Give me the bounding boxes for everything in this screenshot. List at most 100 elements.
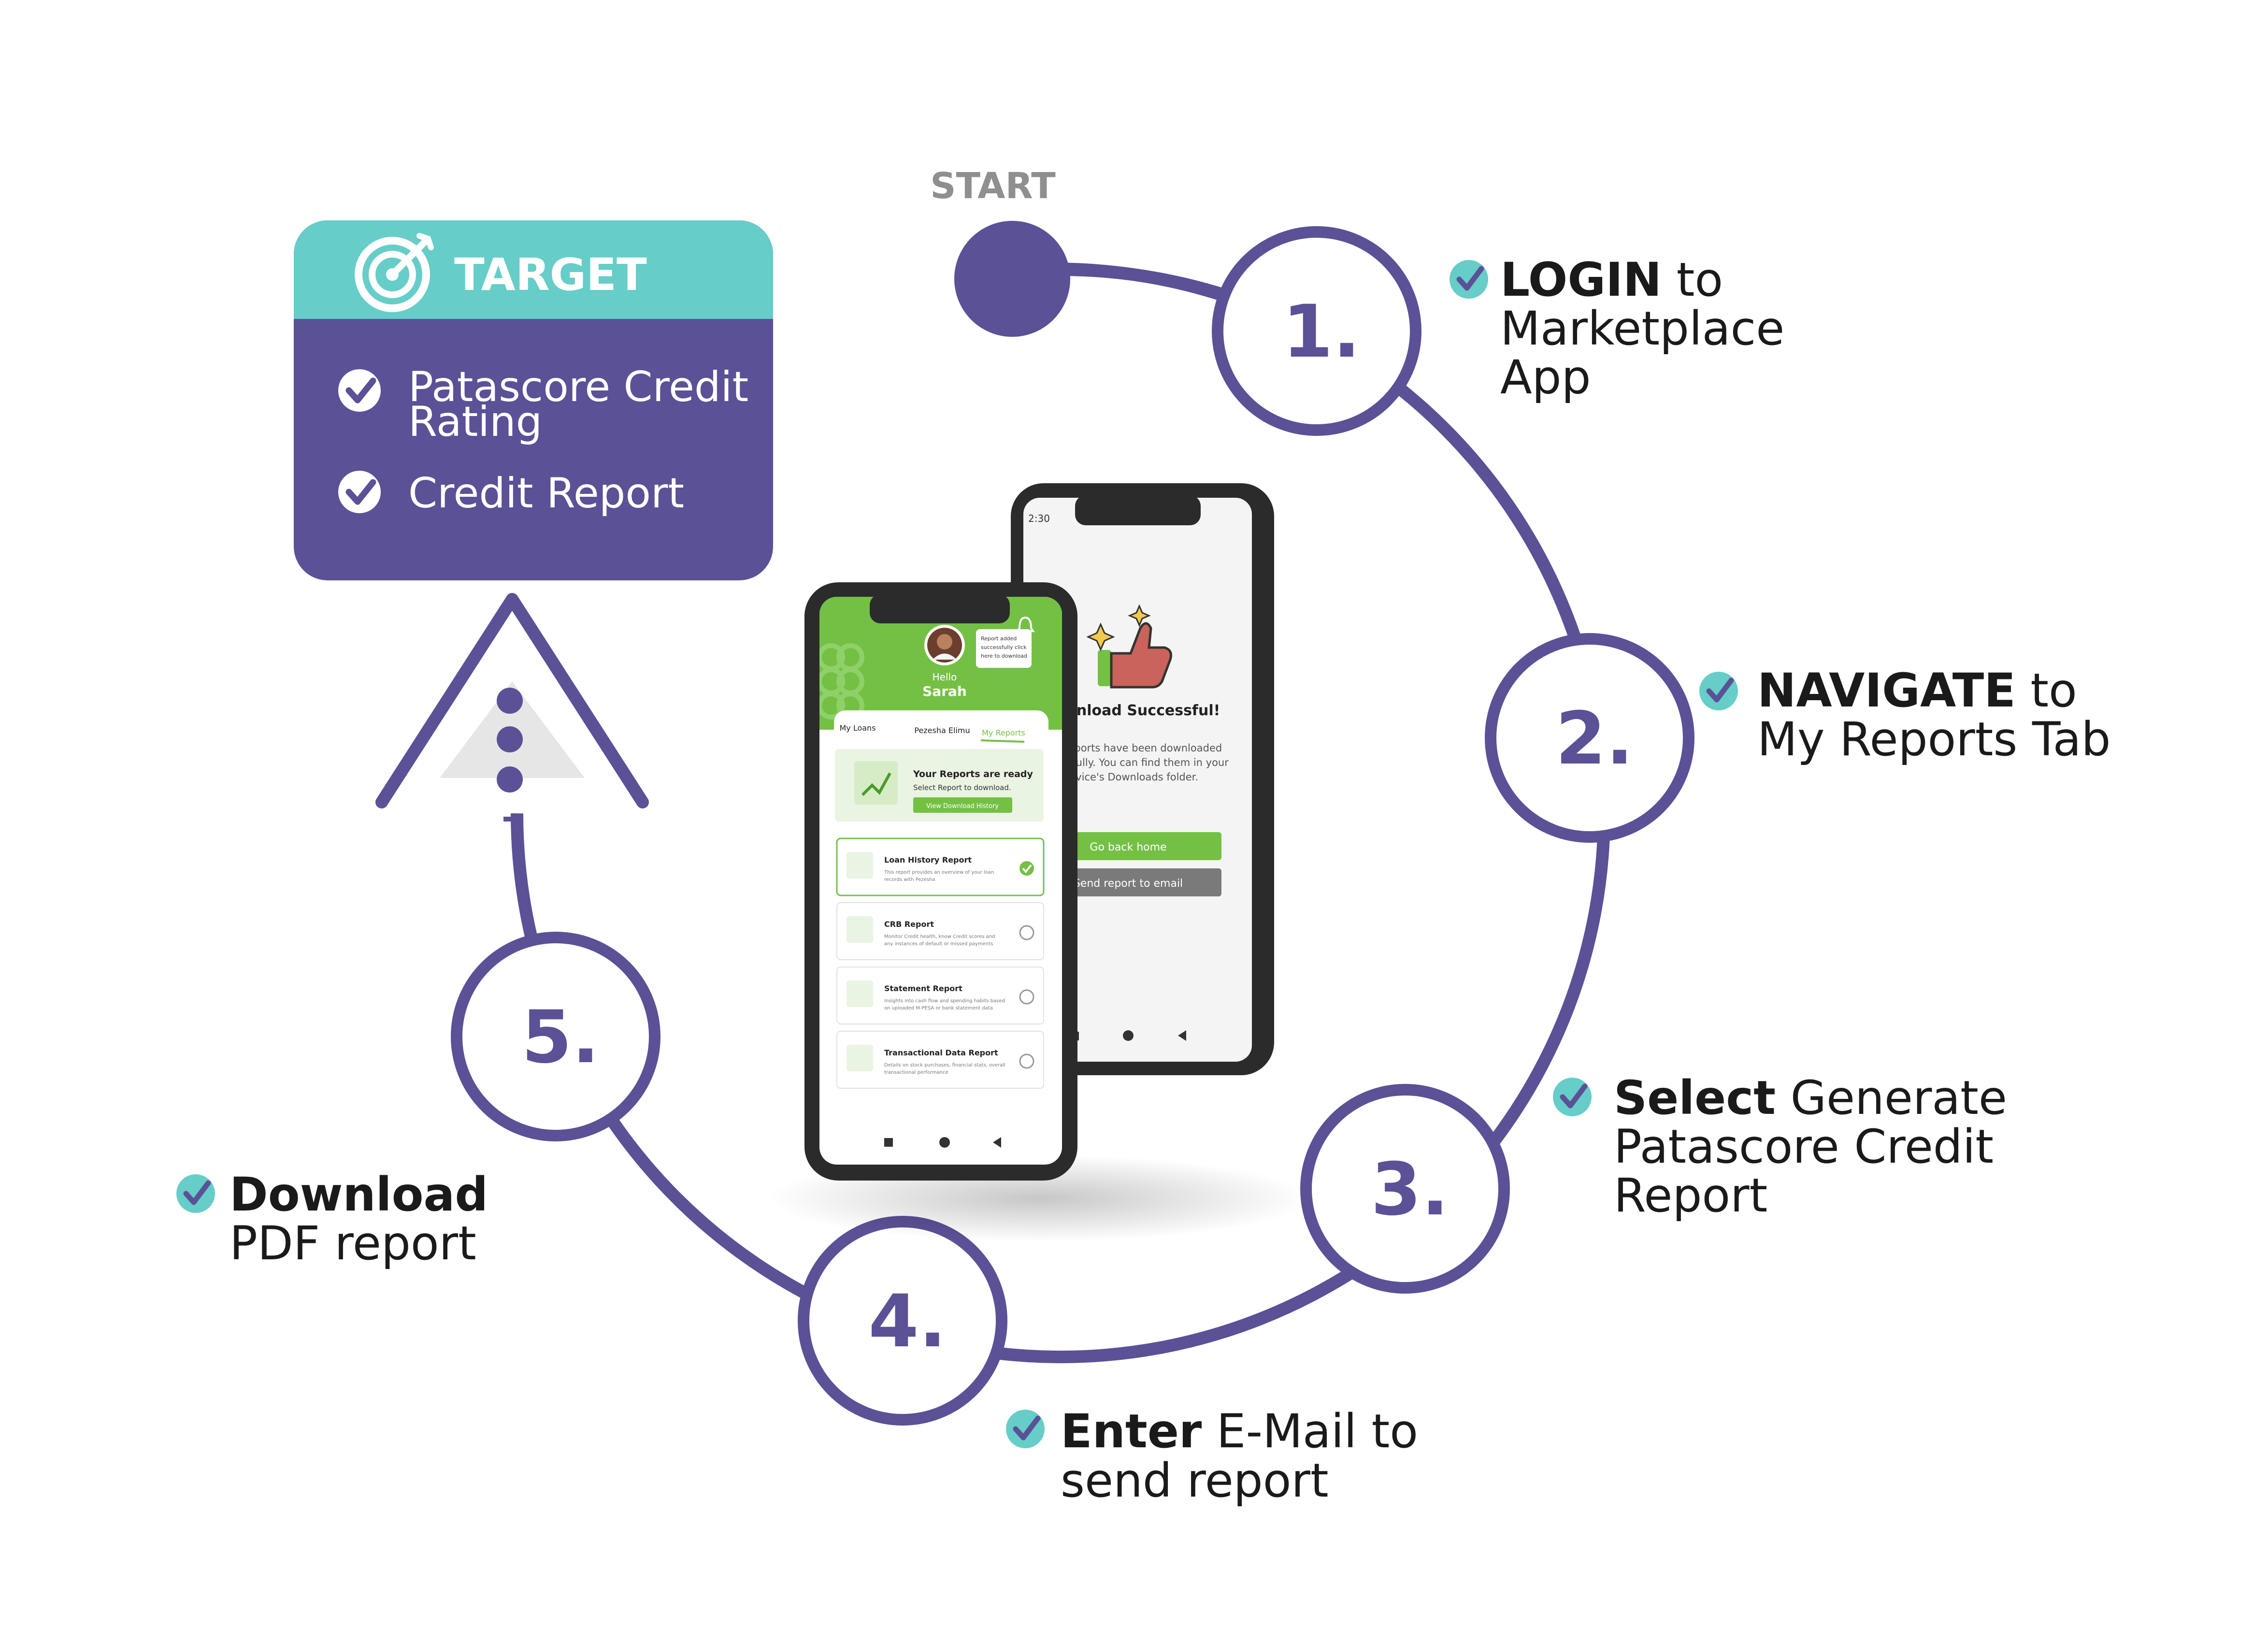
selected-check-icon: [1019, 861, 1034, 876]
greeting: Hello: [933, 671, 957, 683]
step-3-circle: 3.: [1300, 1084, 1510, 1294]
report-title: CRB Report: [884, 920, 934, 929]
status-time: 2:30: [1028, 513, 1050, 524]
step-bold-text: Enter: [1061, 1404, 1202, 1458]
target-icon: [355, 233, 434, 312]
step-text: to: [2016, 663, 2077, 718]
arrow-dot: [497, 766, 523, 793]
start-label: START: [930, 165, 1056, 207]
target-item-label: Patascore Credit: [408, 363, 748, 411]
tab-my-reports[interactable]: My Reports: [982, 728, 1025, 737]
step-number: 5.: [521, 995, 599, 1080]
tab-pezesha-elimu[interactable]: Pezesha Elimu: [914, 726, 970, 735]
report-card[interactable]: CRB Report Monitor Credit health, know C…: [836, 902, 1044, 960]
toast-text: successfully click: [981, 644, 1027, 650]
banner-title: Your Reports are ready: [913, 769, 1033, 779]
step-5-circle: 5.: [451, 932, 660, 1141]
check-badge-icon: [1699, 672, 1738, 710]
go-back-home-button[interactable]: Go back home: [1048, 832, 1221, 860]
view-download-history-button[interactable]: View Download History: [913, 797, 1012, 813]
user-name: Sarah: [922, 683, 967, 699]
target-card: TARGET Patascore Credit Rating Credit Re…: [294, 220, 773, 580]
step-bold-text: NAVIGATE: [1757, 663, 2016, 718]
report-desc: Monitor Credit health, know Credit score…: [884, 934, 995, 939]
tab-underline: [980, 739, 1025, 743]
step-5-label: Download PDF report: [176, 1168, 488, 1270]
step-number: 2.: [1555, 697, 1633, 781]
target-item-label: Credit Report: [408, 469, 684, 518]
report-title: Transactional Data Report: [884, 1048, 998, 1057]
step-text: My Reports Tab: [1757, 712, 2110, 766]
step-text: Patascore Credit: [1614, 1120, 1994, 1174]
check-badge-icon: [1553, 1078, 1592, 1116]
arrow-dot: [497, 688, 523, 714]
success-body: device's Downloads folder.: [1063, 771, 1198, 783]
arrow-dot: [497, 726, 523, 752]
up-arrow: [375, 593, 649, 808]
radio-button[interactable]: [1019, 989, 1034, 1005]
toast-text: Report added: [981, 635, 1017, 642]
step-3-label: Select Generate Patascore Credit Report: [1553, 1071, 2007, 1223]
step-1-circle: 1.: [1212, 226, 1421, 436]
svg-text:Enter E-Mail to: Enter E-Mail to: [1061, 1404, 1418, 1458]
tab-my-loans[interactable]: My Loans: [839, 723, 876, 733]
report-card[interactable]: Loan History Report This report provides…: [836, 837, 1045, 896]
step-bold-text: Download: [230, 1168, 488, 1222]
step-text: PDF report: [230, 1216, 476, 1270]
step-number: 1.: [1282, 290, 1360, 374]
step-text: to: [1662, 253, 1723, 307]
report-desc: Insights into cash flow and spending hab…: [884, 998, 1005, 1004]
step-bold-text: Select: [1614, 1071, 1776, 1125]
step-text: Marketplace: [1500, 302, 1784, 356]
send-report-email-label: Send report to email: [1074, 878, 1183, 890]
toast-text: here to download: [981, 653, 1027, 659]
check-badge-icon: [1450, 260, 1488, 299]
report-card[interactable]: Transactional Data Report Details on sto…: [836, 1031, 1044, 1089]
svg-text:NAVIGATE to: NAVIGATE to: [1757, 663, 2077, 718]
report-title: Statement Report: [884, 984, 962, 993]
avatar: [924, 625, 965, 665]
start-dot: [954, 221, 1070, 337]
step-text: App: [1500, 350, 1591, 404]
step-1-label: LOGIN to Marketplace App: [1450, 253, 1784, 404]
report-desc: records with Pezesha: [884, 877, 935, 882]
target-item-label: Rating: [408, 398, 542, 446]
report-desc: any instances of default or missed payme…: [884, 941, 993, 947]
report-title: Loan History Report: [884, 855, 972, 865]
tab-bar: [834, 710, 1048, 744]
reports-ready-banner: Your Reports are ready Select Report to …: [835, 749, 1044, 822]
check-icon: [338, 471, 381, 513]
thumbs-up-icon: [1086, 604, 1172, 689]
step-2-circle: 2.: [1485, 633, 1694, 843]
report-desc: Details on stock purchases, financial st…: [884, 1063, 1005, 1068]
step-text: send report: [1061, 1454, 1329, 1508]
report-desc: This report provides an overview of your…: [884, 870, 994, 875]
step-number: 4.: [868, 1280, 946, 1364]
report-desc: on uploaded M-PESA or bank statement dat…: [884, 1006, 993, 1011]
target-title: TARGET: [454, 249, 647, 301]
report-card[interactable]: Statement Report Insights into cash flow…: [836, 966, 1044, 1024]
notch: [1075, 498, 1201, 525]
step-text: Report: [1614, 1168, 1767, 1223]
notch: [870, 597, 1010, 623]
notification-toast[interactable]: Report added successfully click here to …: [976, 629, 1032, 668]
bell-icon[interactable]: [1016, 616, 1035, 632]
step-text: Generate: [1776, 1071, 2007, 1125]
svg-text:Download: Download: [230, 1168, 488, 1222]
radio-button[interactable]: [1019, 1053, 1034, 1069]
step-4-circle: 4.: [798, 1216, 1007, 1426]
check-badge-icon: [1006, 1410, 1045, 1448]
phone-front: Report added successfully click here to …: [804, 582, 1077, 1181]
report-desc: transactional performance: [884, 1070, 948, 1075]
radio-button[interactable]: [1019, 925, 1034, 940]
banner-subtitle: Select Report to download.: [913, 783, 1011, 792]
svg-text:Select Generate: Select Generate: [1614, 1071, 2007, 1125]
check-icon: [338, 369, 381, 412]
send-report-email-button[interactable]: Send report to email: [1048, 868, 1221, 896]
check-badge-icon: [176, 1174, 215, 1213]
chart-icon: [861, 772, 891, 796]
step-bold-text: LOGIN: [1500, 253, 1662, 307]
step-number: 3.: [1371, 1148, 1449, 1232]
svg-text:LOGIN to: LOGIN to: [1500, 253, 1723, 307]
